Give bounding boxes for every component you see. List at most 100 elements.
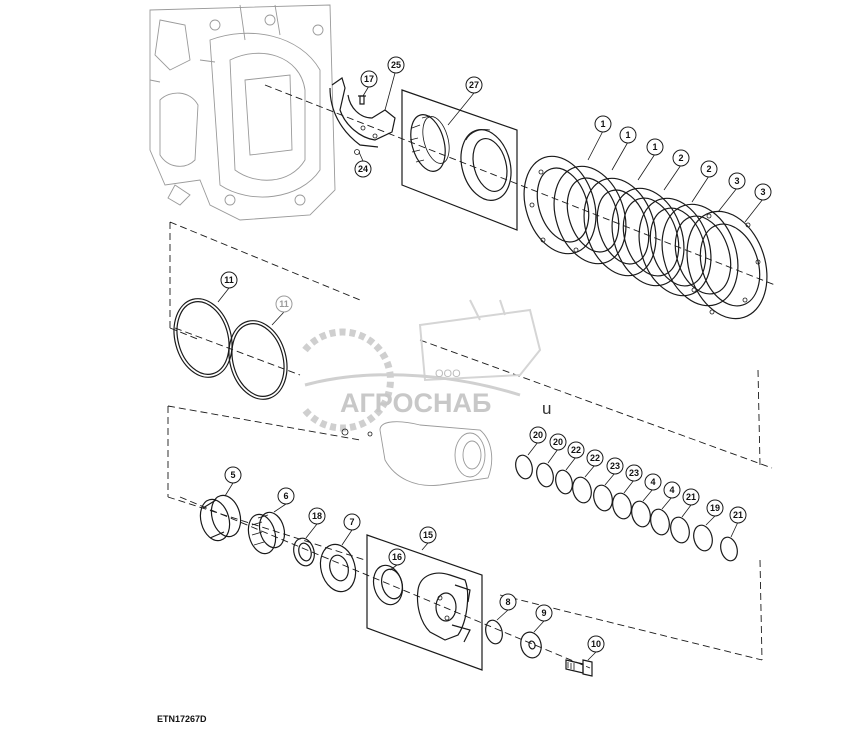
svg-text:1: 1 — [652, 142, 657, 152]
callout-10: 10 — [587, 635, 605, 653]
callout-3a: 3 — [728, 172, 746, 190]
callout-23b: 23 — [625, 464, 643, 482]
oring-axis — [174, 327, 301, 376]
center-hub — [341, 421, 493, 486]
bearing-box-27 — [401, 89, 518, 231]
callout-4a: 4 — [644, 473, 662, 491]
svg-text:21: 21 — [686, 492, 696, 502]
callout-21a: 21 — [682, 488, 700, 506]
watermark-suffix: u — [542, 399, 551, 418]
washer-9 — [520, 631, 542, 659]
svg-text:15: 15 — [423, 530, 433, 540]
plate-1b — [553, 165, 627, 265]
svg-text:25: 25 — [391, 60, 401, 70]
svg-text:3: 3 — [760, 187, 765, 197]
snap-ring-8 — [485, 619, 503, 645]
callout-24: 24 — [354, 160, 372, 178]
svg-text:4: 4 — [650, 477, 655, 487]
callout-25: 25 — [387, 56, 405, 74]
svg-text:8: 8 — [505, 597, 510, 607]
callout-15: 15 — [419, 526, 437, 544]
svg-text:2: 2 — [678, 153, 683, 163]
svg-text:23: 23 — [629, 468, 639, 478]
oring-11-b — [228, 320, 288, 400]
svg-text:24: 24 — [358, 164, 368, 174]
figure-code: ETN17267D — [157, 714, 207, 724]
plate-stack — [523, 155, 768, 320]
callout-22b: 22 — [586, 449, 604, 467]
plate-3a — [661, 203, 739, 307]
callout-23a: 23 — [606, 457, 624, 475]
svg-text:20: 20 — [533, 430, 543, 440]
callout-2b: 2 — [700, 160, 718, 178]
svg-text:2: 2 — [706, 164, 711, 174]
leader-lines — [217, 72, 764, 661]
lower-frame — [167, 405, 763, 661]
callout-9: 9 — [535, 604, 553, 622]
svg-text:4: 4 — [669, 485, 674, 495]
svg-text:10: 10 — [591, 639, 601, 649]
plate-2a — [611, 187, 685, 287]
callout-3b: 3 — [754, 183, 772, 201]
callout-21b: 21 — [729, 506, 747, 524]
svg-text:23: 23 — [610, 461, 620, 471]
bearing-6 — [247, 511, 286, 555]
svg-text:17: 17 — [364, 74, 374, 84]
bolt-10 — [565, 659, 593, 677]
callout-20a: 20 — [529, 426, 547, 444]
callout-8: 8 — [499, 593, 517, 611]
callout-11b: 11 — [275, 295, 293, 313]
svg-text:19: 19 — [710, 503, 720, 513]
seal-ring-sequence — [515, 454, 738, 562]
svg-text:1: 1 — [625, 130, 630, 140]
svg-text:6: 6 — [283, 491, 288, 501]
callout-4b: 4 — [663, 481, 681, 499]
svg-text:3: 3 — [734, 176, 739, 186]
svg-text:11: 11 — [279, 299, 289, 309]
oring-frame — [169, 221, 773, 469]
upper-axis-line — [264, 84, 776, 286]
callout-27: 27 — [465, 76, 483, 94]
bracket-25 — [329, 77, 396, 155]
svg-text:16: 16 — [392, 552, 402, 562]
callout-11a: 11 — [220, 271, 238, 289]
callout-20b: 20 — [549, 433, 567, 451]
plate-1a — [523, 155, 597, 255]
svg-text:22: 22 — [590, 453, 600, 463]
callout-2a: 2 — [672, 149, 690, 167]
transmission-housing — [149, 4, 336, 221]
watermark-prefix: ООО — [435, 368, 461, 380]
callout-17: 17 — [360, 70, 378, 88]
callout-5: 5 — [224, 466, 242, 484]
pin-17 — [358, 95, 366, 105]
callout-7: 7 — [343, 513, 361, 531]
oring-11-a — [173, 298, 233, 378]
plate-1c — [583, 177, 657, 277]
svg-text:5: 5 — [230, 470, 235, 480]
shim-7 — [319, 543, 357, 593]
watermark-company: АГРОСНАБ — [340, 388, 491, 418]
lower-axis — [179, 496, 591, 669]
callout-1a: 1 — [594, 115, 612, 133]
watermark: ООО АГРОСНАБ u — [302, 299, 551, 432]
svg-text:9: 9 — [541, 608, 546, 618]
plate-3b — [686, 210, 768, 320]
svg-text:1: 1 — [600, 119, 605, 129]
svg-text:27: 27 — [469, 80, 479, 90]
callout-16: 16 — [388, 548, 406, 566]
callout-19: 19 — [706, 499, 724, 517]
washer-18 — [293, 537, 315, 567]
svg-text:11: 11 — [224, 275, 234, 285]
callout-6: 6 — [277, 487, 295, 505]
callout-22a: 22 — [567, 441, 585, 459]
svg-text:22: 22 — [571, 445, 581, 455]
callout-18: 18 — [308, 507, 326, 525]
callout-1b: 1 — [619, 126, 637, 144]
svg-text:21: 21 — [733, 510, 743, 520]
svg-text:7: 7 — [349, 517, 354, 527]
svg-text:18: 18 — [312, 511, 322, 521]
callout-1c: 1 — [646, 138, 664, 156]
cup-5 — [199, 494, 242, 542]
svg-text:20: 20 — [553, 437, 563, 447]
